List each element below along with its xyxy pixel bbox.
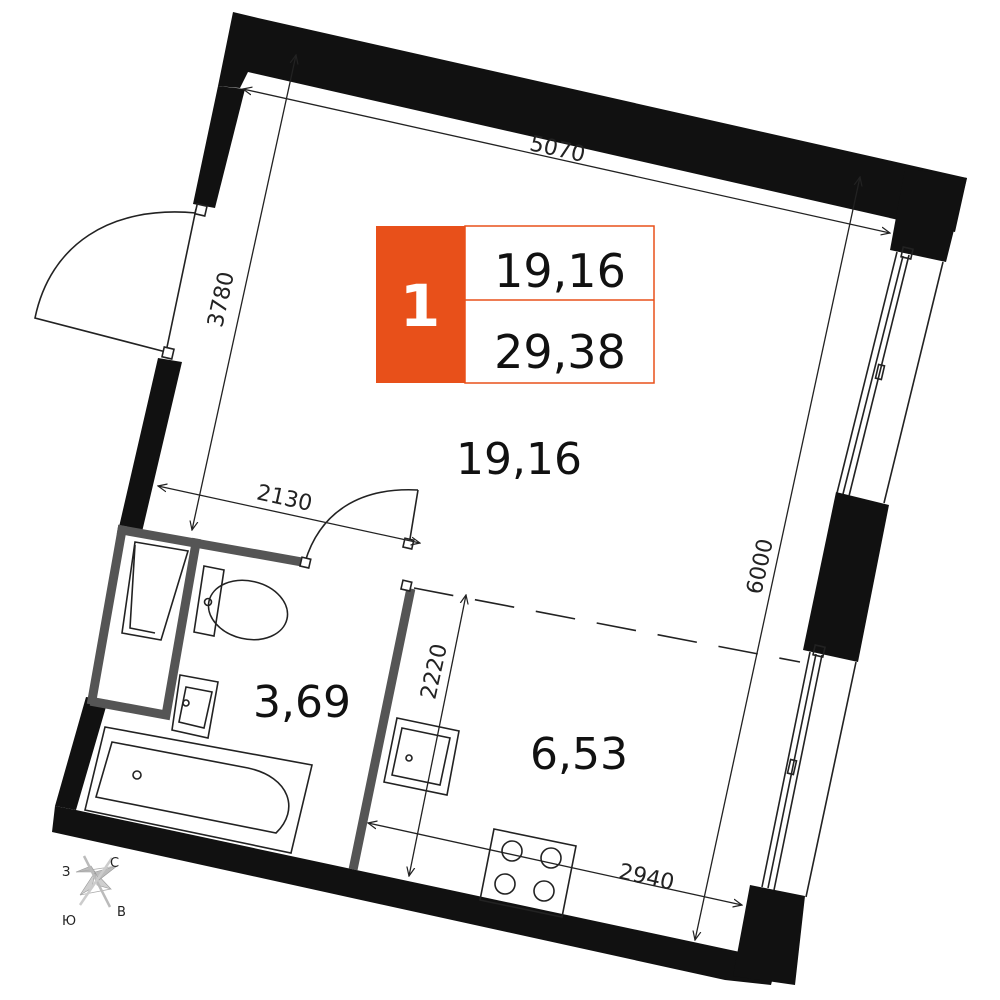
bottom-right-wall	[733, 885, 805, 985]
fixtures	[84, 541, 577, 918]
entrance-door[interactable]	[34, 203, 208, 360]
cooktop	[479, 828, 577, 918]
compass-icon: С З Ю В	[62, 855, 126, 929]
outer-walls	[52, 12, 967, 985]
bathtub	[84, 726, 313, 854]
bathroom-inner-partition	[89, 537, 202, 721]
dim-label-corridor: 2130	[254, 480, 314, 517]
badge-rooms-block	[376, 226, 465, 383]
left-upper-wall	[193, 86, 245, 208]
shower-tray	[121, 541, 190, 641]
dim-label-kitchen-height: 2220	[416, 642, 453, 702]
badge-total-area: 29,38	[494, 325, 626, 379]
upper-window	[836, 246, 944, 504]
kitchen-sink	[383, 717, 460, 796]
apartment-badge: 1 19,16 29,38	[376, 225, 655, 384]
badge-room-count: 1	[400, 272, 440, 340]
kitchen-zone-boundary	[413, 587, 801, 663]
kitchen-area: 6,53	[530, 729, 628, 780]
dim-line-kitchen-width	[368, 823, 742, 905]
bathroom-door[interactable]	[299, 489, 419, 592]
bathroom-sink	[171, 674, 219, 739]
compass-south: Ю	[62, 914, 76, 929]
bathroom-top-partition	[116, 524, 308, 568]
dim-label-kitchen-width: 2940	[616, 859, 676, 896]
dim-line-corridor	[158, 486, 420, 543]
right-upper-wall	[890, 168, 967, 262]
bathroom-right-partition	[348, 587, 416, 871]
compass-east: В	[117, 905, 126, 920]
badge-frame	[464, 225, 655, 384]
bathroom-left-partition	[86, 524, 128, 706]
right-mid-pier	[803, 492, 889, 662]
dim-label-left: 3780	[203, 270, 240, 330]
compass-west: З	[62, 865, 70, 880]
main-room-area: 19,16	[456, 434, 582, 485]
dim-line-right	[695, 177, 860, 940]
compass-north: С	[110, 856, 119, 871]
toilet	[193, 565, 289, 641]
partitions	[86, 524, 416, 871]
dim-line-left	[192, 55, 296, 530]
dimension-lines	[158, 55, 890, 940]
bottom-left-wall	[55, 697, 108, 810]
left-middle-wall	[119, 358, 182, 532]
bathroom-area: 3,69	[253, 677, 351, 728]
dim-label-right: 6000	[742, 537, 779, 597]
badge-living-area: 19,16	[494, 244, 626, 298]
lower-window	[761, 644, 857, 898]
